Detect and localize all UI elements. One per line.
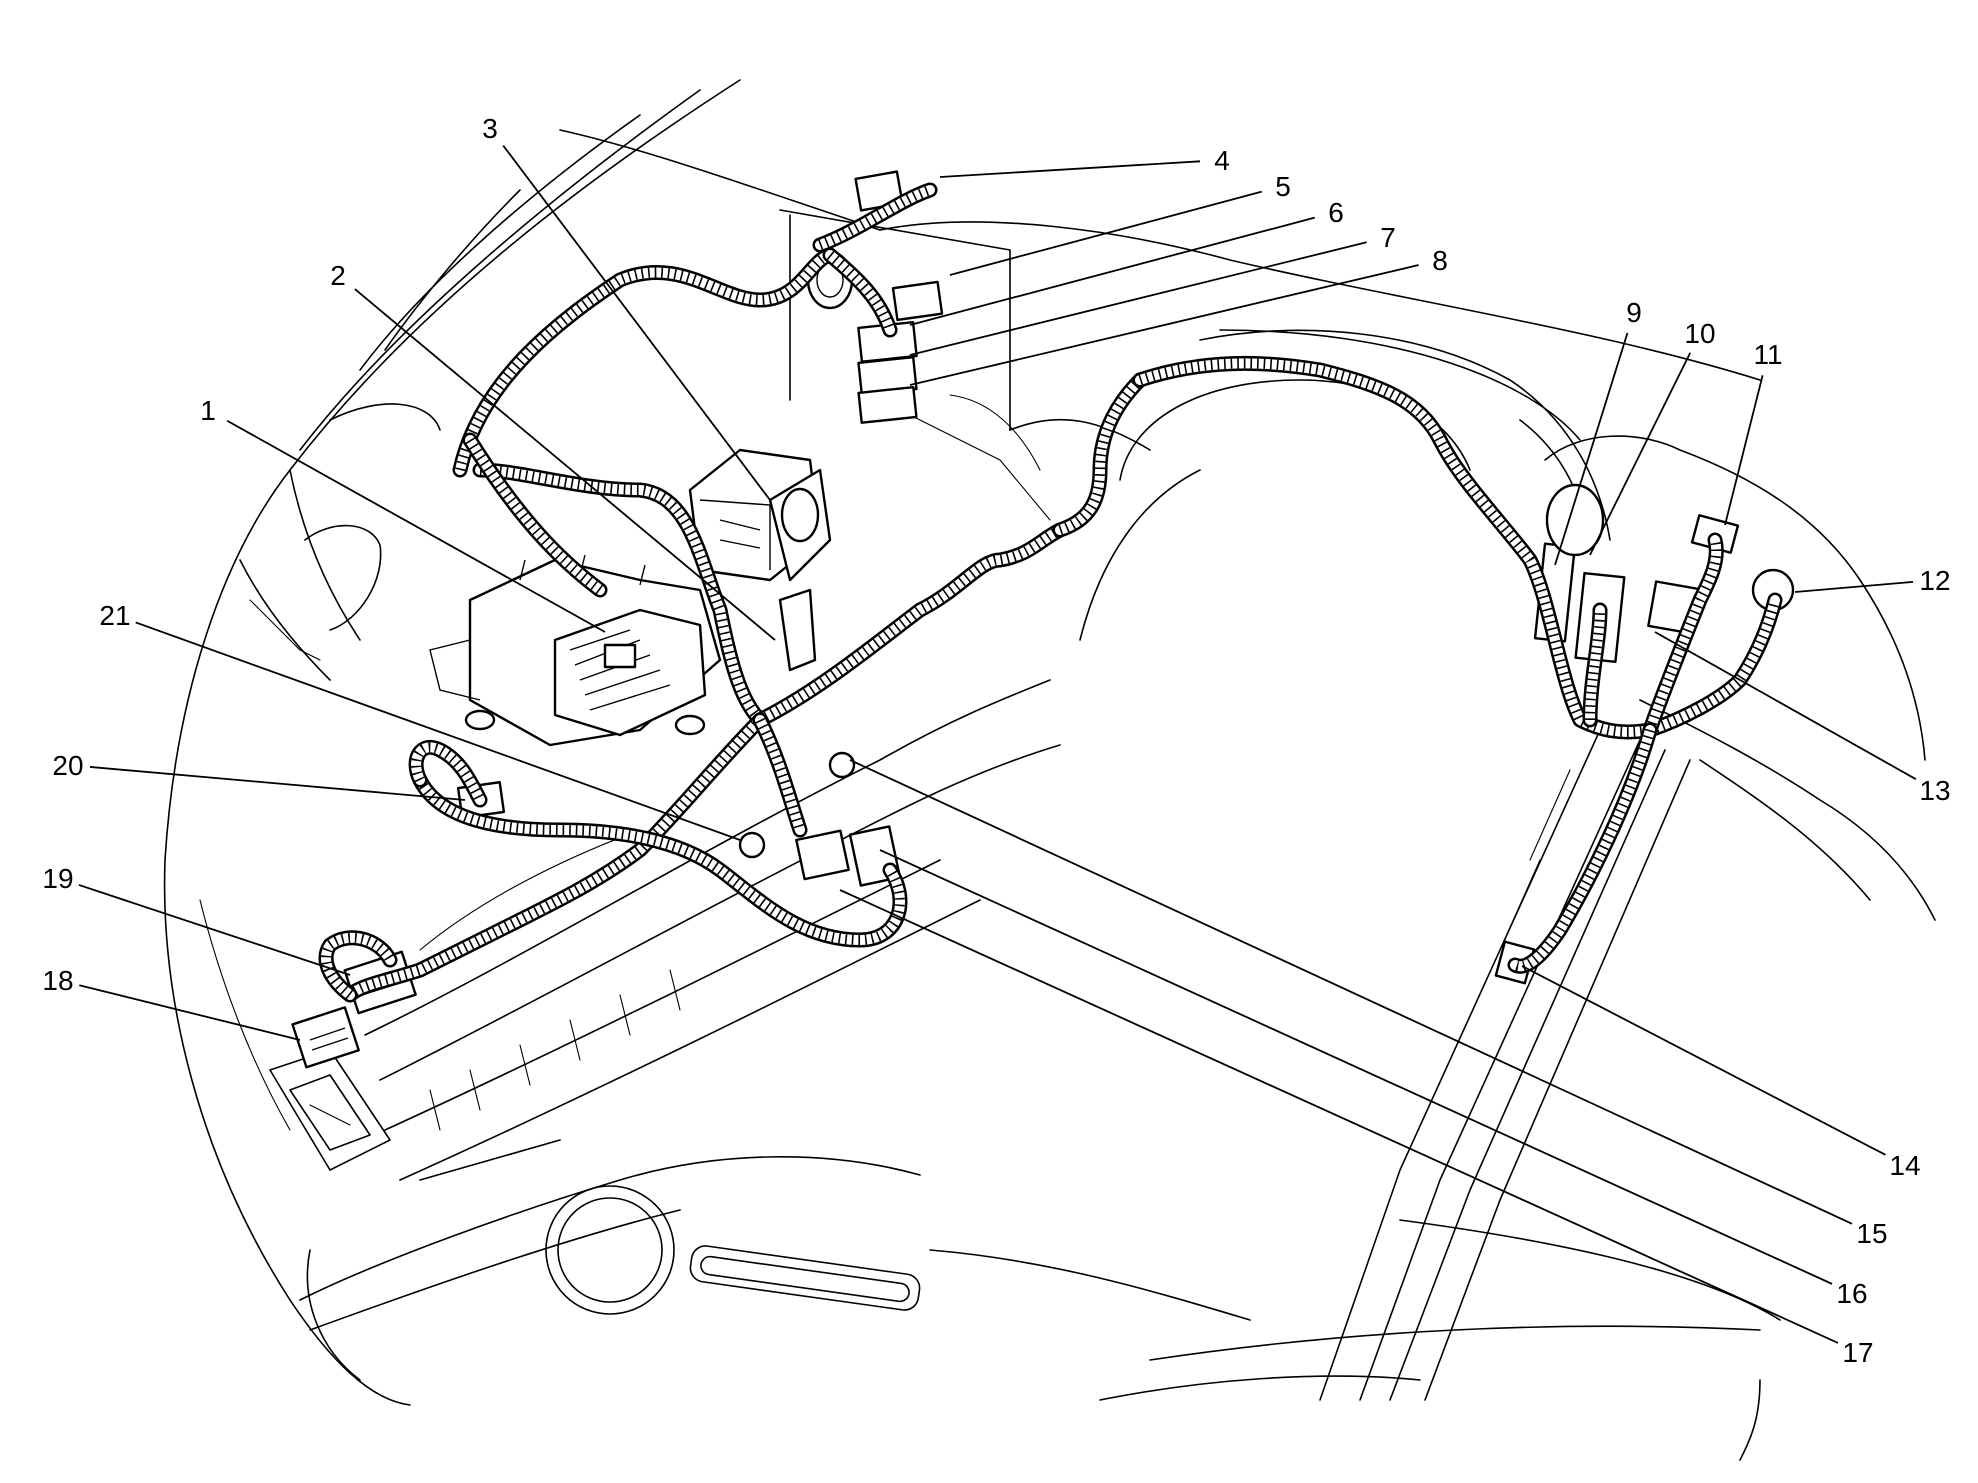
callout-label-18: 18 xyxy=(42,965,73,996)
harness-segment-16 xyxy=(818,185,932,250)
callout-label-4: 4 xyxy=(1214,145,1230,176)
callout-label-13: 13 xyxy=(1919,775,1950,806)
callout-label-1: 1 xyxy=(200,395,216,426)
connector-16 xyxy=(795,829,850,881)
harness-segment-9 xyxy=(1512,728,1655,972)
wiring-harness xyxy=(318,182,1783,1003)
callout-leader-11 xyxy=(1724,375,1764,526)
callout-label-9: 9 xyxy=(1626,297,1642,328)
callout-label-7: 7 xyxy=(1380,222,1396,253)
callout-label-5: 5 xyxy=(1275,171,1291,202)
callout-label-21: 21 xyxy=(99,600,130,631)
harness-segment-17 xyxy=(825,250,895,335)
callout-leader-20 xyxy=(89,766,466,801)
abs-module xyxy=(688,448,832,672)
callout-leader-4 xyxy=(939,160,1201,178)
callout-label-2: 2 xyxy=(330,260,346,291)
harness-segment-3 xyxy=(465,435,605,595)
harness-segment-8 xyxy=(1645,538,1722,732)
callout-label-6: 6 xyxy=(1328,197,1344,228)
harness-segment-13 xyxy=(755,717,805,832)
callout-leader-8 xyxy=(909,264,1419,386)
harness-segment-5 xyxy=(1058,376,1144,535)
components xyxy=(291,170,1795,1069)
harness-segment-15 xyxy=(411,742,485,805)
ground-bolt-21 xyxy=(738,831,766,859)
bulkhead-connectors xyxy=(806,250,944,424)
callout-leader-1 xyxy=(226,419,606,633)
callout-label-8: 8 xyxy=(1432,245,1448,276)
callout-leader-5 xyxy=(949,190,1262,276)
callout-leader-3 xyxy=(502,145,771,501)
harness-segment-1 xyxy=(455,250,832,472)
callout-label-12: 12 xyxy=(1919,565,1950,596)
callout-label-3: 3 xyxy=(482,113,498,144)
harness-segment-4 xyxy=(757,525,1063,725)
harness-segment-12 xyxy=(321,932,395,999)
callout-leader-19 xyxy=(78,884,351,976)
callout-leader-2 xyxy=(354,288,776,641)
harness-segment-10 xyxy=(1585,609,1605,721)
callout-leader-6 xyxy=(909,216,1315,326)
callout-leader-14 xyxy=(1521,965,1886,1156)
callout-leader-17 xyxy=(839,889,1839,1344)
callout-leader-9 xyxy=(1554,332,1629,566)
callout-label-20: 20 xyxy=(52,750,83,781)
callout-leader-10 xyxy=(1589,352,1692,556)
connector-18 xyxy=(291,1006,360,1069)
callout-leader-15 xyxy=(849,759,1853,1225)
callout-label-14: 14 xyxy=(1889,1150,1920,1181)
callout-label-17: 17 xyxy=(1842,1337,1873,1368)
callout-leader-16 xyxy=(879,849,1833,1285)
callout-leader-7 xyxy=(909,241,1367,356)
callout-leader-12 xyxy=(1794,580,1914,593)
harness-segment-1 xyxy=(455,250,835,475)
underhood-fuse-block xyxy=(429,554,722,747)
callout-label-16: 16 xyxy=(1836,1278,1867,1309)
callout-label-15: 15 xyxy=(1856,1218,1887,1249)
callout-leader-18 xyxy=(79,984,301,1041)
callout-leaders xyxy=(78,145,1917,1344)
harness-segment-11 xyxy=(345,715,765,1000)
callout-leader-13 xyxy=(1654,631,1917,780)
harness-segment-6 xyxy=(1138,358,1651,737)
harness-segment-14 xyxy=(415,777,905,945)
callout-leader-21 xyxy=(135,621,741,841)
callout-label-19: 19 xyxy=(42,863,73,894)
harness-segment-2 xyxy=(475,465,765,725)
ground-bolt-15 xyxy=(828,751,856,779)
callout-label-11: 11 xyxy=(1753,339,1782,370)
callout-label-10: 10 xyxy=(1684,318,1715,349)
